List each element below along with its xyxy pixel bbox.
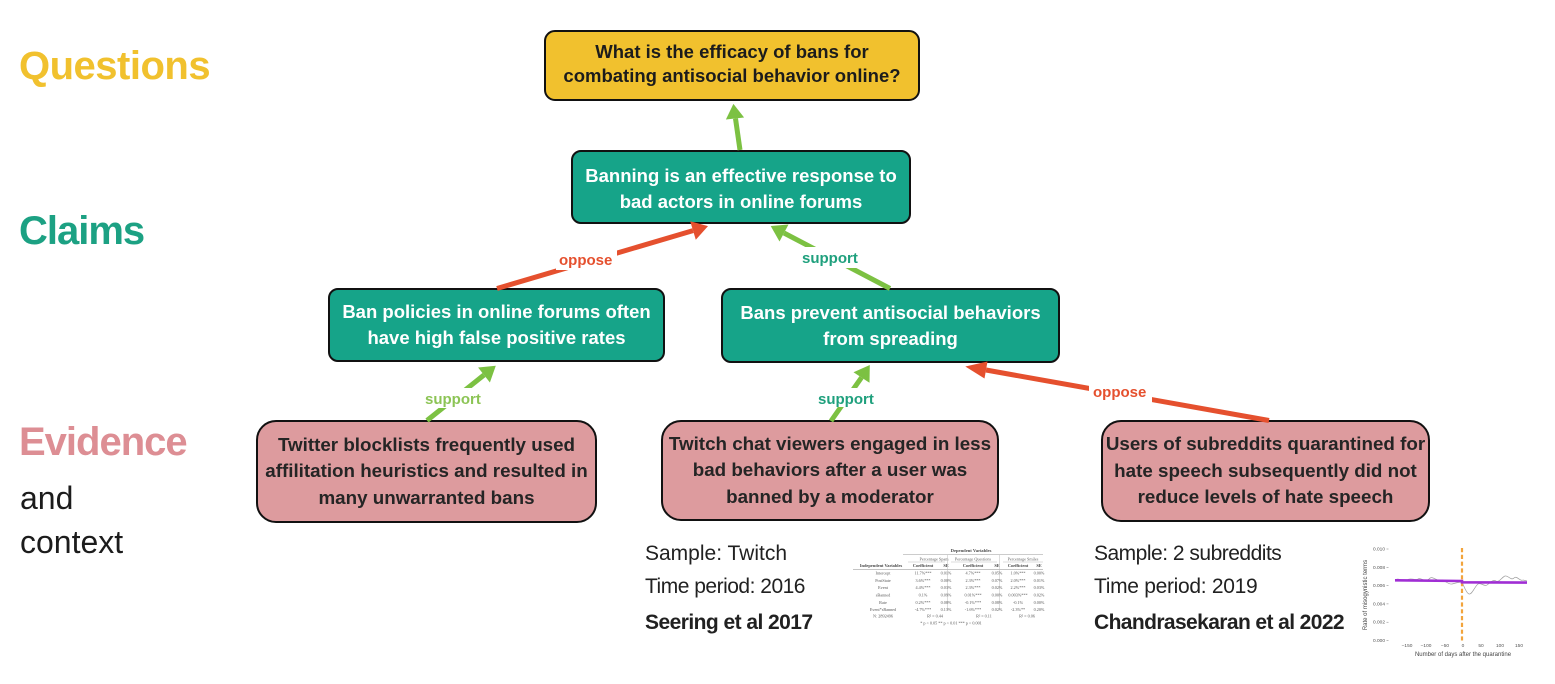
svg-text:Coefficient: Coefficient <box>1008 563 1029 568</box>
svg-text:0: 0 <box>1462 643 1465 649</box>
svg-text:Rate: Rate <box>879 600 887 605</box>
svg-text:-2.3%**: -2.3%** <box>1011 607 1025 612</box>
svg-text:0.13%: 0.13% <box>941 607 952 612</box>
svg-text:R² = 0.44: R² = 0.44 <box>927 614 944 619</box>
svg-text:R² = 0.11: R² = 0.11 <box>976 614 992 619</box>
svg-text:−100: −100 <box>1421 643 1432 649</box>
svg-text:support: support <box>818 391 874 408</box>
svg-text:50: 50 <box>1478 643 1484 649</box>
svg-text:0.02%: 0.02% <box>992 585 1003 590</box>
svg-text:* p < 0.05 ** p < 0.01 *** p <: * p < 0.05 ** p < 0.01 *** p < 0.001 <box>920 621 982 626</box>
svg-text:0.002: 0.002 <box>1373 620 1385 626</box>
svg-text:Event: Event <box>878 585 889 590</box>
svg-text:SE: SE <box>1036 563 1041 568</box>
svg-text:0.09%: 0.09% <box>941 593 952 598</box>
svg-text:0.00%: 0.00% <box>1034 571 1045 576</box>
svg-text:0.08%: 0.08% <box>941 600 952 605</box>
svg-text:−50: −50 <box>1441 643 1449 649</box>
svg-text:N: 2892496: N: 2892496 <box>873 614 893 619</box>
svg-text:2.3%***: 2.3%*** <box>965 585 980 590</box>
svg-text:Percentage Smiles: Percentage Smiles <box>1008 557 1039 562</box>
svg-text:4.7%***: 4.7%*** <box>965 571 980 576</box>
svg-text:0.003%***: 0.003%*** <box>1008 593 1027 598</box>
svg-text:3.6%***: 3.6%*** <box>915 578 930 583</box>
svg-text:4.4%***: 4.4%*** <box>915 585 930 590</box>
svg-text:Percentage Questions: Percentage Questions <box>955 557 992 562</box>
svg-text:0.07%: 0.07% <box>992 578 1003 583</box>
svg-text:0.00%: 0.00% <box>992 593 1003 598</box>
svg-text:0.01%***: 0.01%*** <box>964 593 981 598</box>
svg-text:SE: SE <box>994 563 999 568</box>
svg-text:Rate of misogynistic terms: Rate of misogynistic terms <box>1363 560 1369 630</box>
svg-text:Dependent Variables: Dependent Variables <box>951 548 992 553</box>
svg-text:PostState: PostState <box>875 578 891 583</box>
svg-text:0.01%: 0.01% <box>1034 578 1045 583</box>
svg-text:0.004: 0.004 <box>1373 601 1385 607</box>
svg-text:SE: SE <box>943 563 948 568</box>
svg-text:Coefficient: Coefficient <box>913 563 934 568</box>
svg-text:2.2%***: 2.2%*** <box>1010 585 1025 590</box>
svg-text:2.3%***: 2.3%*** <box>965 578 980 583</box>
svg-text:-0.1%: -0.1% <box>1013 600 1024 605</box>
svg-text:oppose: oppose <box>1093 384 1146 401</box>
svg-text:-0.1%***: -0.1%*** <box>965 600 981 605</box>
svg-text:0.03%: 0.03% <box>941 585 952 590</box>
svg-text:1.0%***: 1.0%*** <box>1010 571 1025 576</box>
svg-text:0.1%: 0.1% <box>919 593 928 598</box>
svg-text:oppose: oppose <box>559 252 612 269</box>
svg-text:Independent Variables: Independent Variables <box>860 563 903 568</box>
svg-text:0.03%: 0.03% <box>1034 585 1045 590</box>
svg-text:support: support <box>802 250 858 267</box>
svg-text:2.0%***: 2.0%*** <box>1010 578 1025 583</box>
svg-text:100: 100 <box>1496 643 1504 649</box>
svg-text:0.02%: 0.02% <box>992 607 1003 612</box>
svg-text:0.00%: 0.00% <box>1034 600 1045 605</box>
svg-text:R² = 0.06: R² = 0.06 <box>1019 614 1035 619</box>
svg-text:0.02%: 0.02% <box>1034 593 1045 598</box>
svg-text:sBanned: sBanned <box>876 593 891 598</box>
svg-text:0.08%: 0.08% <box>992 600 1003 605</box>
svg-text:0.006: 0.006 <box>1373 583 1385 589</box>
svg-text:0.010: 0.010 <box>1373 547 1385 553</box>
svg-text:0.20%: 0.20% <box>1034 607 1045 612</box>
svg-text:0.000: 0.000 <box>1373 638 1385 644</box>
svg-text:0.2%***: 0.2%*** <box>915 600 930 605</box>
svg-text:Number of days after the quara: Number of days after the quarantine <box>1415 652 1512 658</box>
svg-text:Coefficient: Coefficient <box>963 563 984 568</box>
svg-text:0.05%: 0.05% <box>992 571 1003 576</box>
svg-text:-1.6%***: -1.6%*** <box>965 607 981 612</box>
svg-text:150: 150 <box>1515 643 1523 649</box>
svg-text:Intercept: Intercept <box>876 571 892 576</box>
svg-text:−150: −150 <box>1402 643 1413 649</box>
svg-text:Percentage Spam: Percentage Spam <box>920 557 950 562</box>
svg-text:0.00%: 0.00% <box>941 578 952 583</box>
svg-text:0.01%: 0.01% <box>941 571 952 576</box>
svg-text:support: support <box>425 391 481 408</box>
svg-text:Event*sBanned: Event*sBanned <box>870 607 897 612</box>
svg-text:11.7%***: 11.7%*** <box>915 571 932 576</box>
svg-text:0.008: 0.008 <box>1373 565 1385 571</box>
svg-text:-4.7%***: -4.7%*** <box>915 607 931 612</box>
